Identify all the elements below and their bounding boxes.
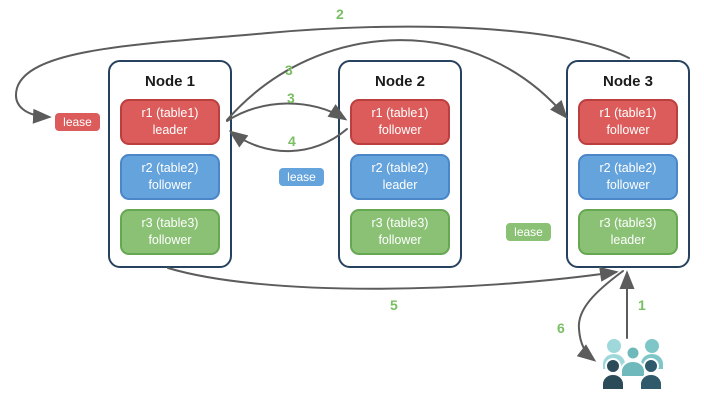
replica-role: leader — [610, 233, 646, 247]
replica-range: r3 (table3) — [599, 216, 657, 231]
replica-range: r3 (table3) — [371, 216, 429, 231]
step-label-4: 4 — [288, 133, 296, 149]
replica-role: follower — [148, 178, 192, 192]
step-label-6: 6 — [557, 320, 565, 336]
replica-role: leader — [382, 178, 418, 192]
step-label-5: 5 — [390, 297, 398, 313]
node-3-replica-r2: r2 (table2) follower — [578, 154, 678, 200]
node-3-replica-r1: r1 (table1) follower — [578, 99, 678, 145]
arrow-step5-node1-to-node3 — [167, 266, 619, 290]
lease-badge-r2: lease — [278, 167, 325, 187]
replica-role: follower — [606, 123, 650, 137]
replica-role: follower — [148, 233, 192, 247]
node-1-replica-r2: r2 (table2) follower — [120, 154, 220, 200]
replica-role: follower — [378, 123, 422, 137]
replica-range: r1 (table1) — [141, 106, 199, 121]
replica-role: leader — [152, 123, 188, 137]
replica-range: r2 (table2) — [141, 161, 199, 176]
node-1-replica-r3: r3 (table3) follower — [120, 209, 220, 255]
node-3: Node 3 r1 (table1) follower r2 (table2) … — [566, 60, 690, 268]
node-1-replica-r1: r1 (table1) leader — [120, 99, 220, 145]
replica-range: r1 (table1) — [371, 106, 429, 121]
replica-range: r2 (table2) — [599, 161, 657, 176]
replica-role: follower — [378, 233, 422, 247]
person-figure-front-right — [639, 358, 663, 391]
node-2-replica-r1: r1 (table1) follower — [350, 99, 450, 145]
step-label-2: 2 — [336, 6, 344, 22]
node-3-title: Node 3 — [602, 73, 653, 90]
replica-role: follower — [606, 178, 650, 192]
lease-badge-r1: lease — [54, 112, 101, 132]
step-label-3-to-node3: 3 — [285, 62, 293, 78]
node-2-replica-r3: r3 (table3) follower — [350, 209, 450, 255]
replica-range: r3 (table3) — [141, 216, 199, 231]
replica-range: r1 (table1) — [599, 106, 657, 121]
node-1: Node 1 r1 (table1) leader r2 (table2) fo… — [108, 60, 232, 268]
step-label-1: 1 — [638, 297, 646, 313]
node-1-title: Node 1 — [144, 73, 195, 90]
step-label-3-to-node2: 3 — [287, 90, 295, 106]
person-figure-middle — [620, 345, 646, 378]
user-group-icon — [601, 339, 663, 391]
node-3-replica-r3: r3 (table3) leader — [578, 209, 678, 255]
node-2-replica-r2: r2 (table2) leader — [350, 154, 450, 200]
node-2: Node 2 r1 (table1) follower r2 (table2) … — [338, 60, 462, 268]
node-2-title: Node 2 — [374, 73, 425, 90]
arrow-step3-leader-to-node2 — [226, 102, 348, 122]
replica-range: r2 (table2) — [371, 161, 429, 176]
lease-badge-r3: lease — [505, 222, 552, 242]
